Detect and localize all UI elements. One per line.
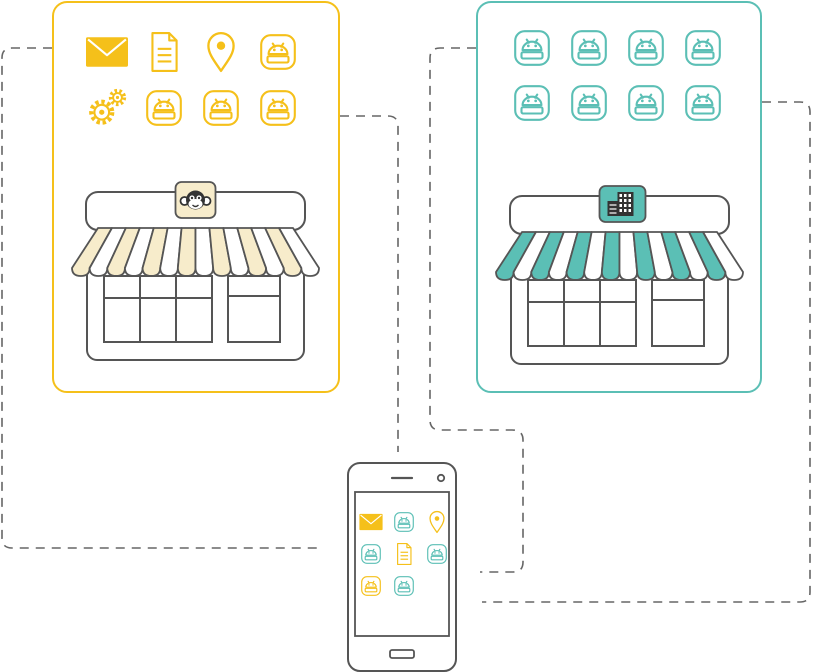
yellow-store-panel [52, 1, 340, 393]
yellow-storefront [71, 181, 320, 361]
envelope-icon [358, 513, 384, 531]
shop-awning [495, 231, 744, 281]
building-icon [598, 185, 647, 223]
phone-camera [436, 473, 446, 483]
connector-right-inner [429, 47, 524, 573]
envelope-icon [84, 36, 130, 68]
connector-right-outer [482, 101, 811, 603]
shop-door [651, 279, 705, 347]
phone-home-button [389, 649, 415, 659]
smartphone [347, 462, 457, 672]
shop-door [227, 275, 281, 343]
awning-stripe [600, 231, 621, 281]
shop-awning [71, 227, 320, 277]
teal-store-panel [476, 1, 762, 393]
connector-left-inner [340, 115, 399, 452]
awning-stripe [702, 231, 744, 281]
monkey-face-icon [174, 181, 217, 219]
connector-left-outer [1, 47, 320, 549]
shop-window [527, 279, 637, 347]
shop-window [103, 275, 213, 343]
awning-stripe [176, 227, 197, 277]
teal-storefront [495, 185, 744, 365]
awning-stripe [278, 227, 320, 277]
connector-lines [1, 47, 811, 603]
